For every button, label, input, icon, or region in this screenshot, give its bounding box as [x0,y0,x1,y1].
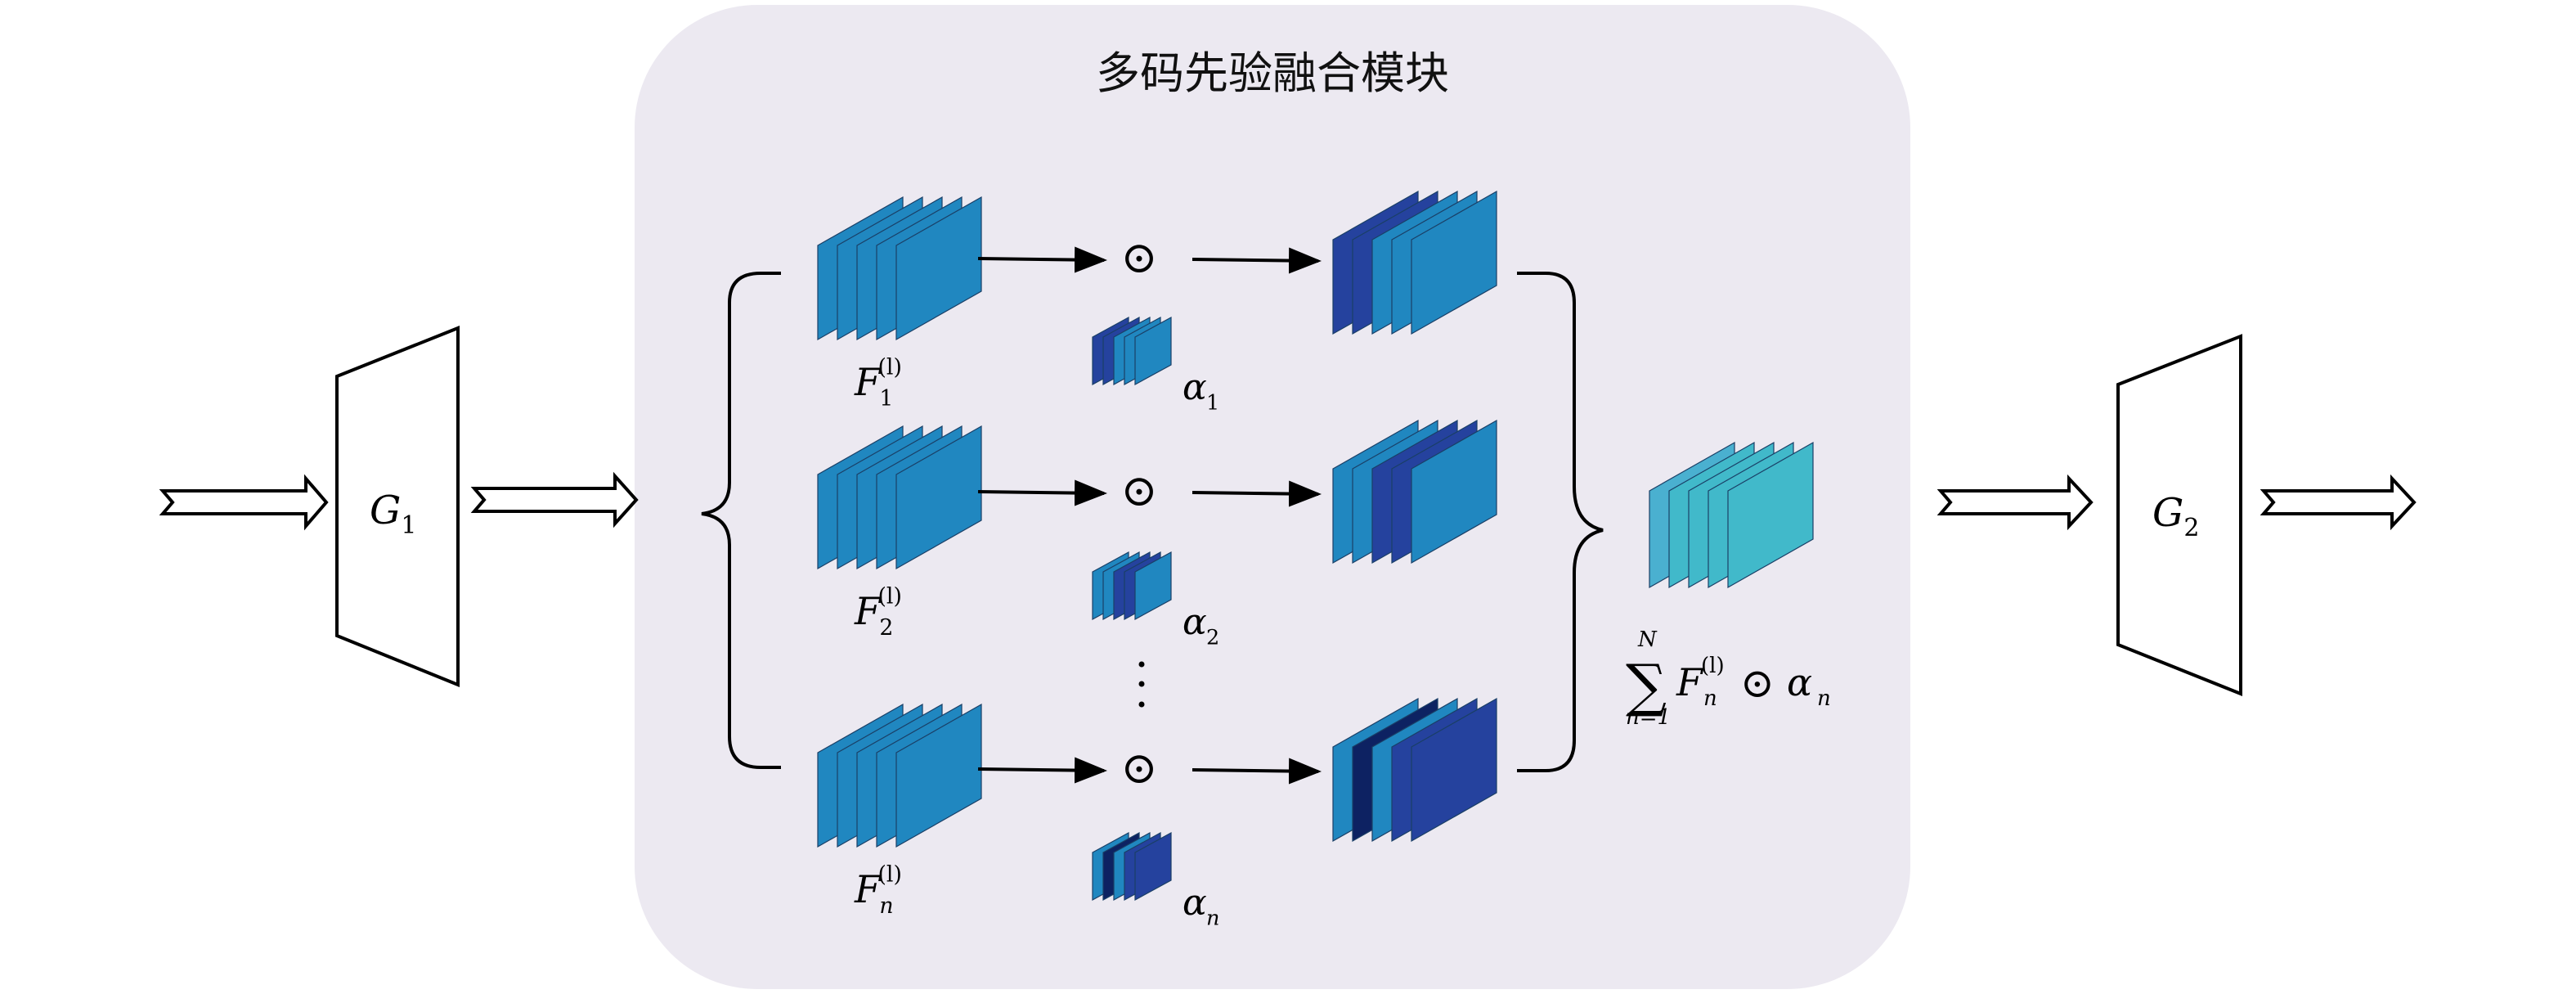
sum-term-alpha: α [1787,660,1812,704]
sum-formula: ∑ N n=1 F (l) n ⊙ α n [1626,627,1831,730]
sum-upper-limit: N [1637,627,1658,652]
weighted-output-stack [1332,697,1497,843]
alpha-label-subscript: n [1206,906,1219,930]
feature-label-superscript: (l) [878,355,902,380]
left-brace [701,272,781,769]
feature-sheet [1134,831,1172,902]
feature-sheet [895,703,982,848]
feature-stack [817,425,982,570]
feature-sheet [1411,697,1497,843]
sum-term-f: F [1676,660,1704,704]
feature-sheet [1134,551,1172,621]
sum-term-alpha-sub: n [1817,686,1831,711]
alpha-label-subscript: 2 [1206,625,1219,650]
alpha-weight-stack [1092,831,1172,902]
g2-input-arrow [1936,474,2094,531]
arrow-to-operator [977,757,1107,784]
sum-term-f-sub: n [1703,686,1717,711]
arrow-to-operator [977,246,1107,273]
g1-output-arrow [470,471,639,528]
g1-label: G1 [370,488,416,540]
feature-label-subscript: n [879,893,893,919]
sum-lower-limit: n=1 [1626,705,1671,730]
input-arrow [159,474,329,531]
feature-label-subscript: 2 [879,615,893,641]
alpha-label: α [1183,882,1207,924]
module-title: 多码先验融合模块 [1096,47,1449,99]
hadamard-operator: ⊙ [1120,232,1157,283]
generator-g1: G1 [335,326,460,687]
feature-label: F [854,360,882,404]
alpha-weight-stack [1092,316,1172,386]
sum-operator: ⊙ [1740,659,1775,707]
feature-label: F [854,867,882,911]
output-arrow [2260,474,2417,531]
alpha-weight-stack [1092,551,1172,621]
right-brace [1517,272,1604,772]
fused-feature-stack [1649,441,1814,589]
arrow-to-output [1192,758,1322,785]
arrow-to-output [1192,480,1322,507]
feature-label-superscript: (l) [878,862,902,888]
arrow-to-output [1192,247,1322,274]
feature-stack [817,196,982,341]
sum-term-f-sup: (l) [1701,654,1725,678]
feature-sheet [895,425,982,570]
feature-sheet [895,196,982,341]
alpha-label: α [1183,601,1207,643]
hadamard-operator: ⊙ [1120,742,1157,794]
generator-g2: G2 [2116,334,2242,696]
feature-sheet [1411,190,1497,335]
sum-sigma: ∑ [1626,652,1667,719]
g2-label: G2 [2152,490,2199,542]
arrow-to-operator [977,479,1107,506]
fused-stack-sheets [1649,441,1814,589]
weighted-output-stack [1332,419,1497,564]
alpha-label-subscript: 1 [1206,390,1219,415]
feature-label-subscript: 1 [879,386,893,412]
alpha-label: α [1183,367,1207,408]
feature-label-superscript: (l) [878,584,902,609]
feature-sheet [1134,316,1172,386]
weighted-output-stack [1332,190,1497,335]
hadamard-operator: ⊙ [1120,465,1157,516]
feature-sheet [1411,419,1497,564]
feature-sheet [1727,441,1814,589]
feature-stack [817,703,982,848]
ellipsis-dots [1138,661,1145,708]
feature-label: F [854,589,882,633]
